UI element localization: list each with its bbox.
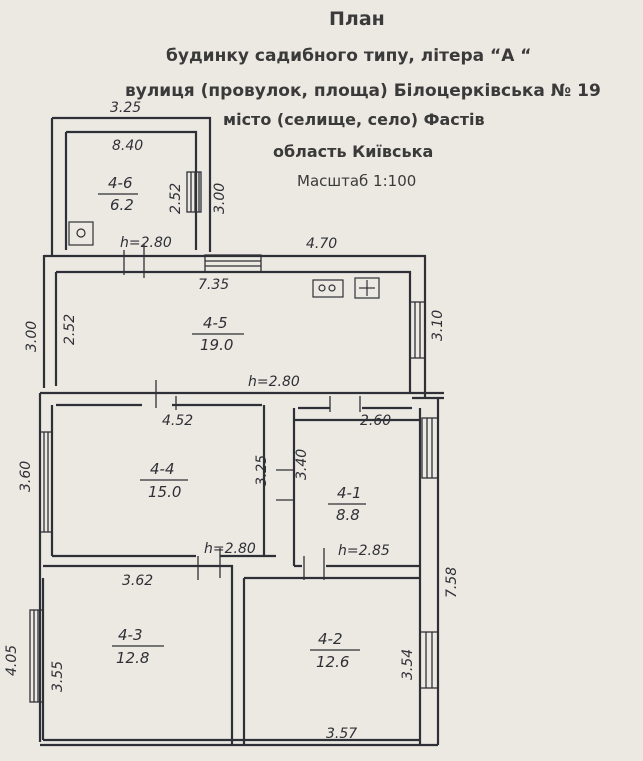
plan-city: місто (селище, село) Фастів <box>223 110 485 129</box>
dim-left-bottom-outer: 4.05 <box>4 645 20 676</box>
room-id: 4-3 <box>118 626 143 644</box>
dim-room3-width: 3.62 <box>122 573 153 589</box>
wall-lines <box>38 116 444 747</box>
dim-right-long: 7.58 <box>444 567 460 598</box>
dim-room5-right: 3.10 <box>430 310 446 341</box>
dim-room1-left: 3.40 <box>294 449 310 480</box>
room-area: 12.6 <box>316 653 349 671</box>
dim-h-room1: h=2.85 <box>338 543 390 559</box>
dim-left-mid: 3.60 <box>18 461 34 492</box>
dim-h-room5: h=2.80 <box>248 374 300 390</box>
fixtures <box>68 221 380 299</box>
room-4-2: 4-2 12.6 <box>310 630 360 671</box>
dim-room1-width: 2.60 <box>360 413 391 429</box>
room-area: 8.8 <box>336 506 360 524</box>
dim-room2-right: 3.54 <box>400 649 416 680</box>
dim-room5-left-inner: 2.52 <box>62 314 78 345</box>
room-id: 4-1 <box>337 484 362 502</box>
dim-top-right-width: 4.70 <box>306 236 337 252</box>
plan-subtitle: будинку садибного типу, літера “А “ <box>166 46 532 66</box>
room-area: 6.2 <box>110 196 134 214</box>
room-4-1: 4-1 8.8 <box>328 484 366 524</box>
plan-title: План <box>329 8 385 30</box>
dim-room4-width: 4.52 <box>162 413 193 429</box>
room-4-6: 4-6 6.2 <box>98 174 138 214</box>
room-4-4: 4-4 15.0 <box>140 460 188 501</box>
dim-top-left-width: 3.25 <box>110 100 141 116</box>
dim-room6-inner-height: 2.52 <box>168 183 184 214</box>
dim-h-room6: h=2.80 <box>120 235 172 251</box>
room-id: 4-5 <box>203 314 228 332</box>
room-id: 4-2 <box>318 630 343 648</box>
room-labels: 4-6 6.2 4-5 19.0 4-4 15.0 4-1 8.8 4-3 <box>98 174 366 671</box>
dim-room5-left-outer: 3.00 <box>24 321 40 352</box>
plan-address: вулиця (провулок, площа) Білоцерківська … <box>125 81 601 101</box>
dim-room6-outer-height: 3.00 <box>212 183 228 214</box>
dim-room5-width: 7.35 <box>198 277 229 293</box>
room-area: 12.8 <box>116 649 149 667</box>
room-area: 15.0 <box>148 483 181 501</box>
room-id: 4-6 <box>108 174 133 192</box>
room-4-3: 4-3 12.8 <box>112 626 164 667</box>
dim-h-room4: h=2.80 <box>204 541 256 557</box>
room-4-5: 4-5 19.0 <box>192 314 244 354</box>
room-id: 4-4 <box>150 460 175 478</box>
dim-room4-right: 3.25 <box>254 455 270 486</box>
dimension-labels: 3.25 8.40 2.52 3.00 h=2.80 4.70 7.35 3.0… <box>4 100 460 742</box>
dim-room6-width: 8.40 <box>112 138 143 154</box>
plan-region: область Київська <box>273 142 434 161</box>
dim-room3-left: 3.55 <box>50 661 66 692</box>
window-marks <box>29 171 439 703</box>
plan-scale: Масштаб 1:100 <box>297 172 417 190</box>
room-area: 19.0 <box>200 336 233 354</box>
dim-room2-width: 3.57 <box>326 726 357 742</box>
